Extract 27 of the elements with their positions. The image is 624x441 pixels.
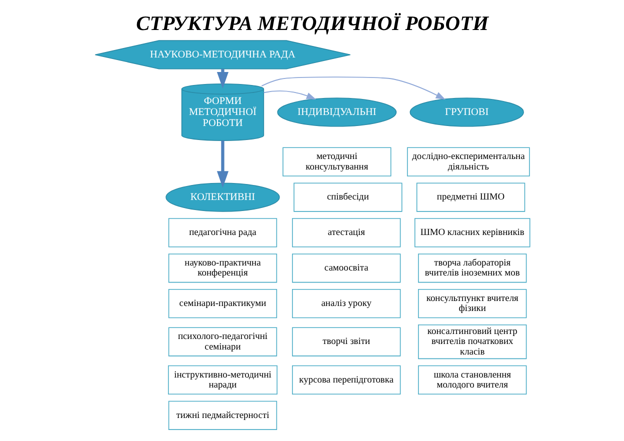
node-box: предметні ШМО <box>416 182 525 212</box>
node-box: психолого-педагогічні семінари <box>168 327 277 356</box>
node-box: співбесіди <box>293 182 402 212</box>
node-box: творча лабораторія вчителів іноземних мов <box>418 254 526 283</box>
arrow <box>260 76 446 100</box>
node-box: науково-практична конференція <box>168 254 277 283</box>
node-box: дослідно-експериментальна діяльність <box>406 147 530 176</box>
arrow <box>262 90 316 100</box>
node-ellipse: ГРУПОВІ <box>409 98 524 127</box>
node-ellipse: КОЛЕКТИВНІ <box>165 182 280 212</box>
diagram-title: СТРУКТУРА МЕТОДИЧНОЇ РОБОТИ <box>136 13 488 36</box>
arrow <box>216 140 228 188</box>
node-box: атестація <box>292 218 400 248</box>
node-box: семінари-практикуми <box>168 289 277 318</box>
node-box: консалтинговий центр вчителів початкових класів <box>418 324 526 360</box>
node-box: самоосвіта <box>292 254 400 283</box>
node-box: курсова перепідготовка <box>292 365 400 395</box>
node-box: консультпункт вчителя фізики <box>418 289 526 318</box>
node-box: методичні консультування <box>282 147 391 176</box>
node-box: творчі звіти <box>292 327 400 356</box>
node-box: ШМО класних керівників <box>414 218 530 248</box>
node-box: школа становлення молодого вчителя <box>418 365 526 395</box>
node-ellipse: ІНДИВІДУАЛЬНІ <box>276 98 396 127</box>
node-box: інструктивно-методичні наради <box>168 365 277 395</box>
node-box: аналіз уроку <box>292 289 400 318</box>
node-box: педагогічна рада <box>168 218 277 248</box>
node-box: тижні педмайстерності <box>168 400 277 430</box>
